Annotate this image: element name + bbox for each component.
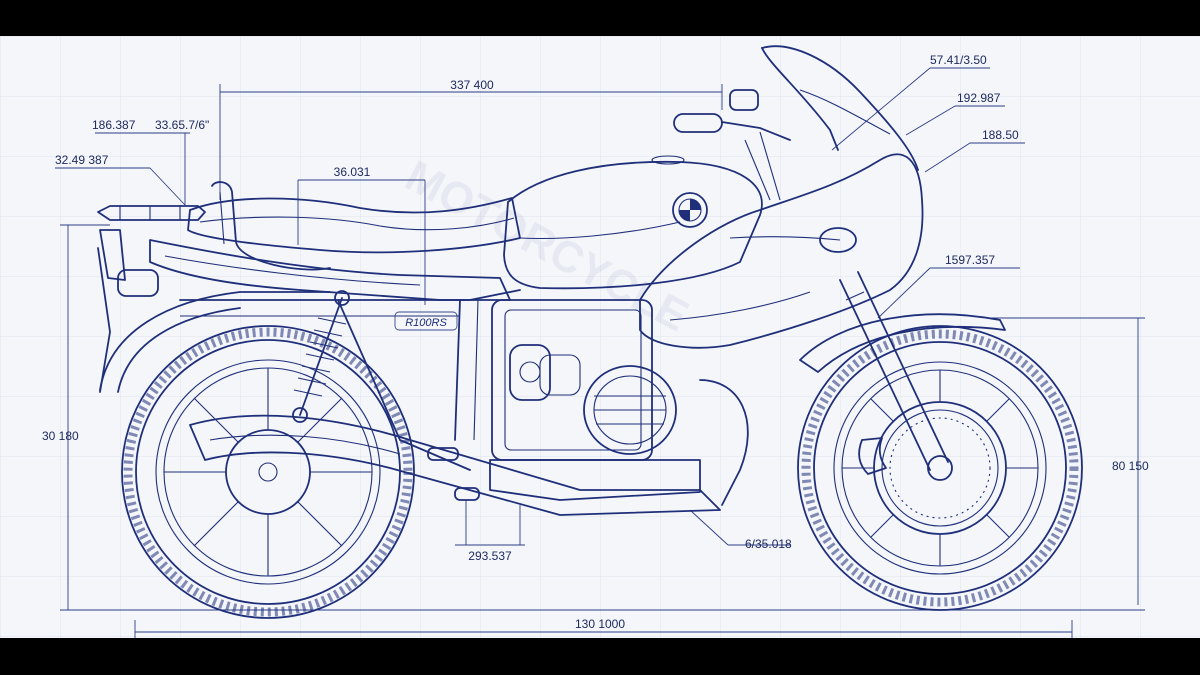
exhaust xyxy=(189,379,749,516)
rear-rack xyxy=(97,205,206,221)
motorcycle-blueprint: MOTORCYCLE xyxy=(42,45,1149,638)
dim-engine-low: 293.537 xyxy=(468,549,512,563)
rear-shock xyxy=(292,290,350,423)
dim-right-height: 80 150 xyxy=(1112,459,1149,473)
dim-seat-length: 36.031 xyxy=(334,165,371,179)
engine: R100RS xyxy=(394,299,701,501)
dim-fairing-b: 192.987 xyxy=(957,91,1001,105)
handlebar xyxy=(673,89,791,201)
dim-rear-rack-b: 33.65.7/6" xyxy=(155,118,209,132)
dim-fork: 1597.357 xyxy=(945,253,995,267)
fuel-tank xyxy=(503,155,763,290)
rear-fender xyxy=(97,229,331,393)
frame xyxy=(179,289,521,471)
front-wheel xyxy=(797,325,1083,611)
side-panel-badge: R100RS xyxy=(405,317,447,329)
blueprint-sheet: MOTORCYCLE xyxy=(0,36,1200,638)
dim-left-height: 30 180 xyxy=(42,429,79,443)
dim-fairing-top: 57.41/3.50 xyxy=(930,53,987,67)
dim-fairing-c: 188.50 xyxy=(982,128,1019,142)
dim-exhaust: 6/35.018 xyxy=(745,537,792,551)
dim-wheelbase: 130 1000 xyxy=(575,617,625,631)
dimension-labels: 337 400 186.387 33.65.7/6" 32.49 387 36.… xyxy=(42,53,1149,631)
rear-wheel xyxy=(121,325,415,619)
dim-rear-height: 32.49 387 xyxy=(55,153,109,167)
fairing xyxy=(639,45,924,349)
dim-overall-top: 337 400 xyxy=(450,78,494,92)
dimension-lines xyxy=(55,67,1145,638)
dim-rear-rack-a: 186.387 xyxy=(92,118,136,132)
tail-body xyxy=(149,239,511,301)
footpegs xyxy=(427,447,480,501)
front-fork xyxy=(799,271,1006,471)
